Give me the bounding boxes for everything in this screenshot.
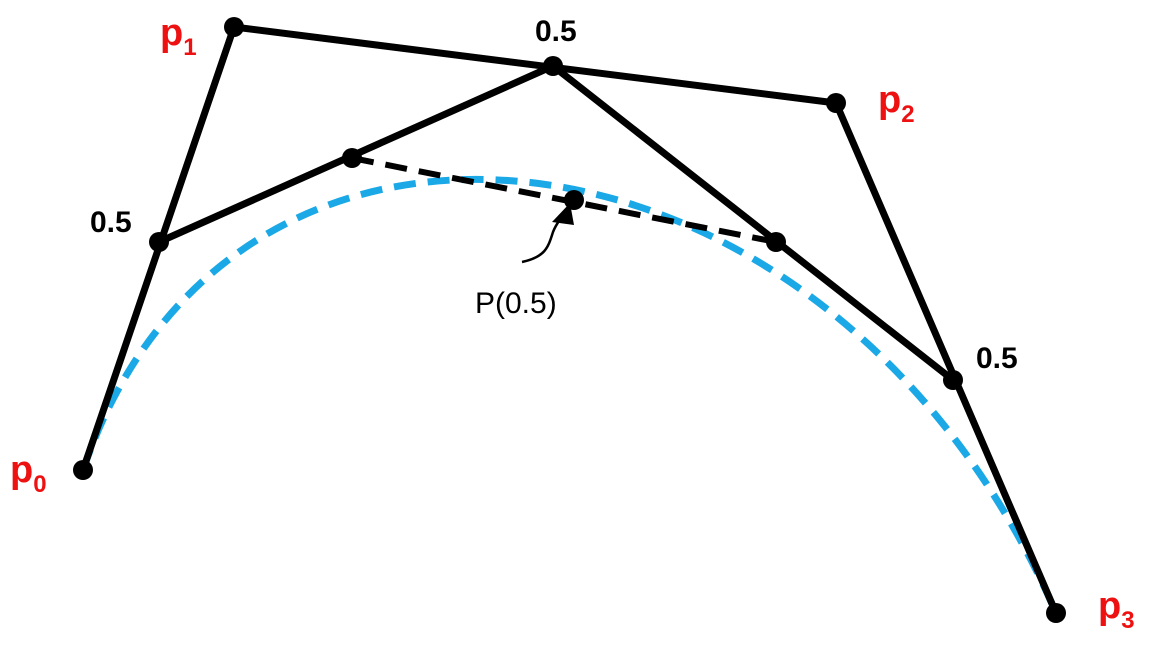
control-point-p2 bbox=[826, 93, 846, 113]
curve-point-p-half bbox=[564, 190, 584, 210]
param-label-left: 0.5 bbox=[90, 206, 132, 239]
midpoint-p1-p2 bbox=[543, 56, 563, 76]
control-point-p0 bbox=[73, 460, 93, 480]
control-point-p1 bbox=[224, 17, 244, 37]
control-point-p3 bbox=[1046, 603, 1066, 623]
result-label: P(0.5) bbox=[475, 287, 557, 320]
param-label-right: 0.5 bbox=[976, 342, 1018, 375]
label-p3: p3 bbox=[1098, 585, 1135, 634]
label-p2: p2 bbox=[878, 79, 915, 128]
subdivision-level1-polyline bbox=[157, 62, 956, 383]
param-label-top: 0.5 bbox=[535, 15, 577, 48]
leader-arrowhead bbox=[552, 203, 574, 225]
midpoint-p0-p1 bbox=[149, 232, 169, 252]
midpoint-p2-p3 bbox=[943, 370, 963, 390]
second-level-point-left bbox=[342, 148, 362, 168]
bezier-curve bbox=[79, 175, 1060, 615]
label-p0: p0 bbox=[10, 449, 47, 498]
label-p1: p1 bbox=[160, 12, 197, 61]
second-level-point-right bbox=[766, 232, 786, 252]
